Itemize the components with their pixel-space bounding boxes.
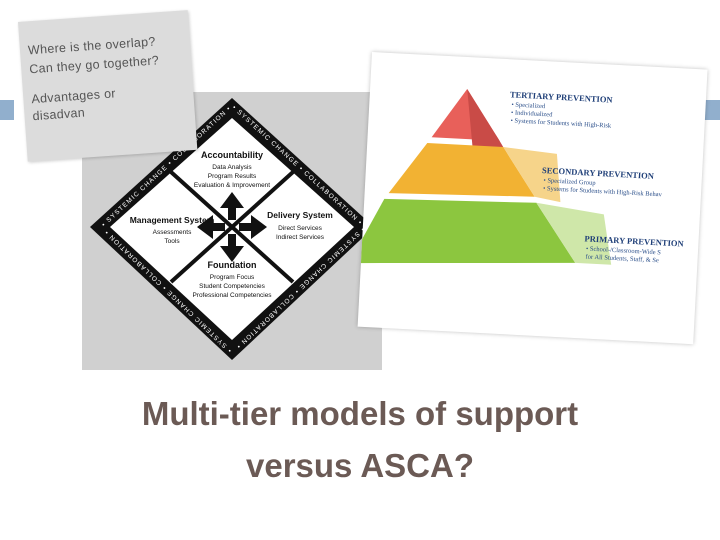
divider-line bbox=[169, 170, 295, 284]
accountability-title: Accountability bbox=[201, 150, 263, 160]
title-line-2: versus ASCA? bbox=[245, 447, 475, 484]
delivery-item: Direct Services bbox=[278, 225, 322, 232]
management-item: Assessments bbox=[153, 229, 192, 236]
slide-title: Multi-tier models of support versus ASCA… bbox=[100, 388, 620, 492]
pyramid-tier-tertiary-side bbox=[467, 89, 507, 154]
accountability-item: Program Results bbox=[208, 173, 257, 180]
advantages-question: Advantages or disadvan bbox=[31, 85, 118, 125]
management-item: Tools bbox=[164, 238, 180, 245]
accent-bar-left bbox=[0, 100, 14, 120]
center-arrows-icon bbox=[197, 192, 267, 262]
note-card: Where is the overlap? Can they go togeth… bbox=[18, 10, 198, 162]
pyramid-tier-secondary bbox=[388, 143, 535, 197]
delivery-item: Indirect Services bbox=[276, 234, 325, 241]
accountability-item: Evaluation & Improvement bbox=[194, 182, 270, 189]
title-line-1: Multi-tier models of support bbox=[141, 395, 579, 432]
management-title: Management System bbox=[130, 215, 215, 225]
foundation-item: Program Focus bbox=[210, 274, 255, 281]
asca-diamond-diagram: • SYSTEMIC CHANGE • COLLABORATION • LEAD… bbox=[82, 92, 374, 360]
delivery-title: Delivery System bbox=[267, 210, 333, 220]
pyramid-diagram bbox=[357, 89, 612, 265]
accountability-item: Data Analysis bbox=[212, 164, 252, 171]
foundation-title: Foundation bbox=[208, 260, 257, 270]
overlap-question: Where is the overlap? Can they go togeth… bbox=[27, 32, 160, 79]
foundation-item: Professional Competencies bbox=[192, 292, 272, 299]
foundation-item: Student Competencies bbox=[199, 283, 266, 290]
pyramid-tier-primary bbox=[357, 198, 576, 264]
asca-model-image: • SYSTEMIC CHANGE • COLLABORATION • LEAD… bbox=[82, 92, 382, 370]
pyramid-tier-secondary-side bbox=[503, 146, 561, 203]
prevention-pyramid-image: TERTIARY PREVENTION • Specialized • Indi… bbox=[357, 52, 708, 345]
pyramid-tier-primary-side bbox=[536, 202, 612, 265]
